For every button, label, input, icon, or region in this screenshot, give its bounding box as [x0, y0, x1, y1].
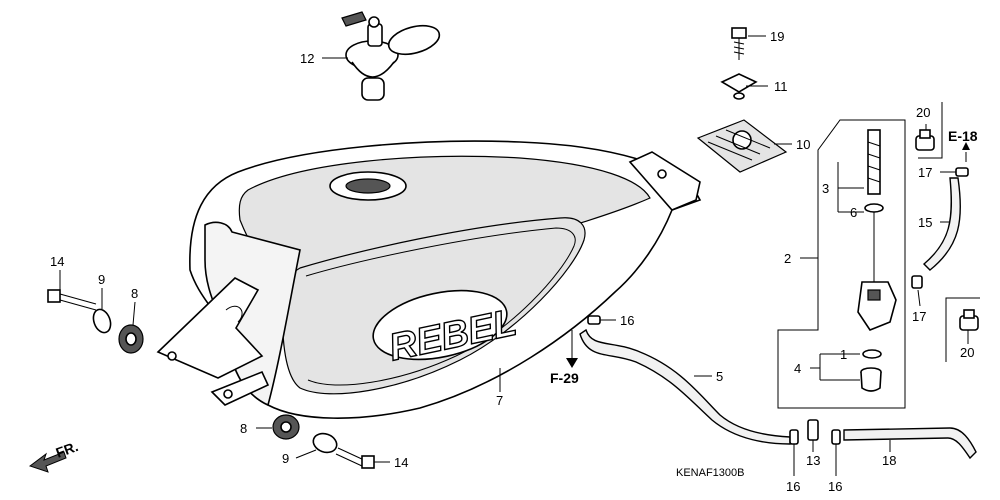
label-17-lower: 17 [912, 309, 926, 324]
fuel-tank[interactable]: REBEL [189, 140, 702, 419]
label-4: 4 [794, 361, 801, 376]
label-16-upper: 16 [620, 313, 634, 328]
fuel-cap[interactable] [341, 11, 442, 101]
breather-cap-upper[interactable] [915, 129, 935, 151]
label-9-rear: 9 [282, 451, 289, 466]
ref-e18[interactable]: E-18 [948, 128, 978, 144]
label-18: 18 [882, 453, 896, 468]
label-16-left: 16 [786, 479, 800, 494]
breather-clip-upper[interactable] [955, 167, 969, 177]
label-6: 6 [850, 205, 857, 220]
label-19: 19 [770, 29, 784, 44]
front-washer[interactable] [90, 307, 113, 335]
label-5: 5 [716, 369, 723, 384]
label-9-front: 9 [98, 272, 105, 287]
front-direction-marker: FR. [28, 438, 81, 473]
rubber-washer[interactable] [720, 73, 758, 100]
label-13: 13 [806, 453, 820, 468]
valve-o-ring[interactable] [862, 349, 882, 359]
label-11: 11 [774, 79, 788, 94]
rear-bolt[interactable] [335, 447, 375, 469]
rear-washer[interactable] [311, 430, 340, 455]
front-arrow-icon [28, 451, 67, 473]
label-15: 15 [918, 215, 932, 230]
valve-callout-bracket [777, 119, 906, 409]
front-marker-text: FR. [54, 438, 81, 461]
mounting-plate[interactable] [696, 119, 788, 173]
hose-clip-right[interactable] [831, 429, 841, 445]
valve-strainer[interactable] [860, 367, 882, 392]
front-bracket[interactable] [156, 277, 270, 406]
front-bolt[interactable] [47, 289, 97, 311]
label-20-upper: 20 [916, 105, 930, 120]
cap-callout-bracket-lower [945, 297, 980, 362]
label-16-right: 16 [828, 479, 842, 494]
label-7: 7 [496, 393, 503, 408]
label-8-front: 8 [131, 286, 138, 301]
part-labels: 1 2 3 4 5 6 7 8 8 9 9 10 11 12 13 14 14 … [50, 29, 974, 494]
label-12: 12 [300, 51, 314, 66]
fuel-hose-outlet[interactable] [843, 427, 977, 460]
fuel-valve[interactable] [857, 129, 897, 331]
front-damper[interactable] [118, 324, 144, 354]
cap-callout-bracket-upper [918, 102, 943, 159]
hose-clip-left[interactable] [789, 429, 799, 445]
breather-cap-lower[interactable] [959, 309, 979, 331]
label-3: 3 [822, 181, 829, 196]
label-17-upper: 17 [918, 165, 932, 180]
hose-clip-upper[interactable] [587, 315, 601, 325]
breather-clip-lower[interactable] [911, 275, 923, 289]
rear-damper[interactable] [272, 414, 300, 440]
label-2: 2 [784, 251, 791, 266]
label-1: 1 [840, 347, 847, 362]
label-8-rear: 8 [240, 421, 247, 436]
diagram-code: KENAF1300B [676, 467, 744, 479]
breather-hose[interactable] [922, 177, 962, 271]
ref-f29[interactable]: F-29 [550, 370, 579, 386]
label-14-rear: 14 [394, 455, 408, 470]
mount-bolt[interactable] [731, 27, 747, 60]
hose-joint[interactable] [807, 419, 819, 441]
fuel-hose-main[interactable] [579, 328, 791, 445]
leader-lines [59, 35, 970, 476]
label-14-front: 14 [50, 254, 64, 269]
label-10: 10 [796, 137, 810, 152]
label-20-lower: 20 [960, 345, 974, 360]
